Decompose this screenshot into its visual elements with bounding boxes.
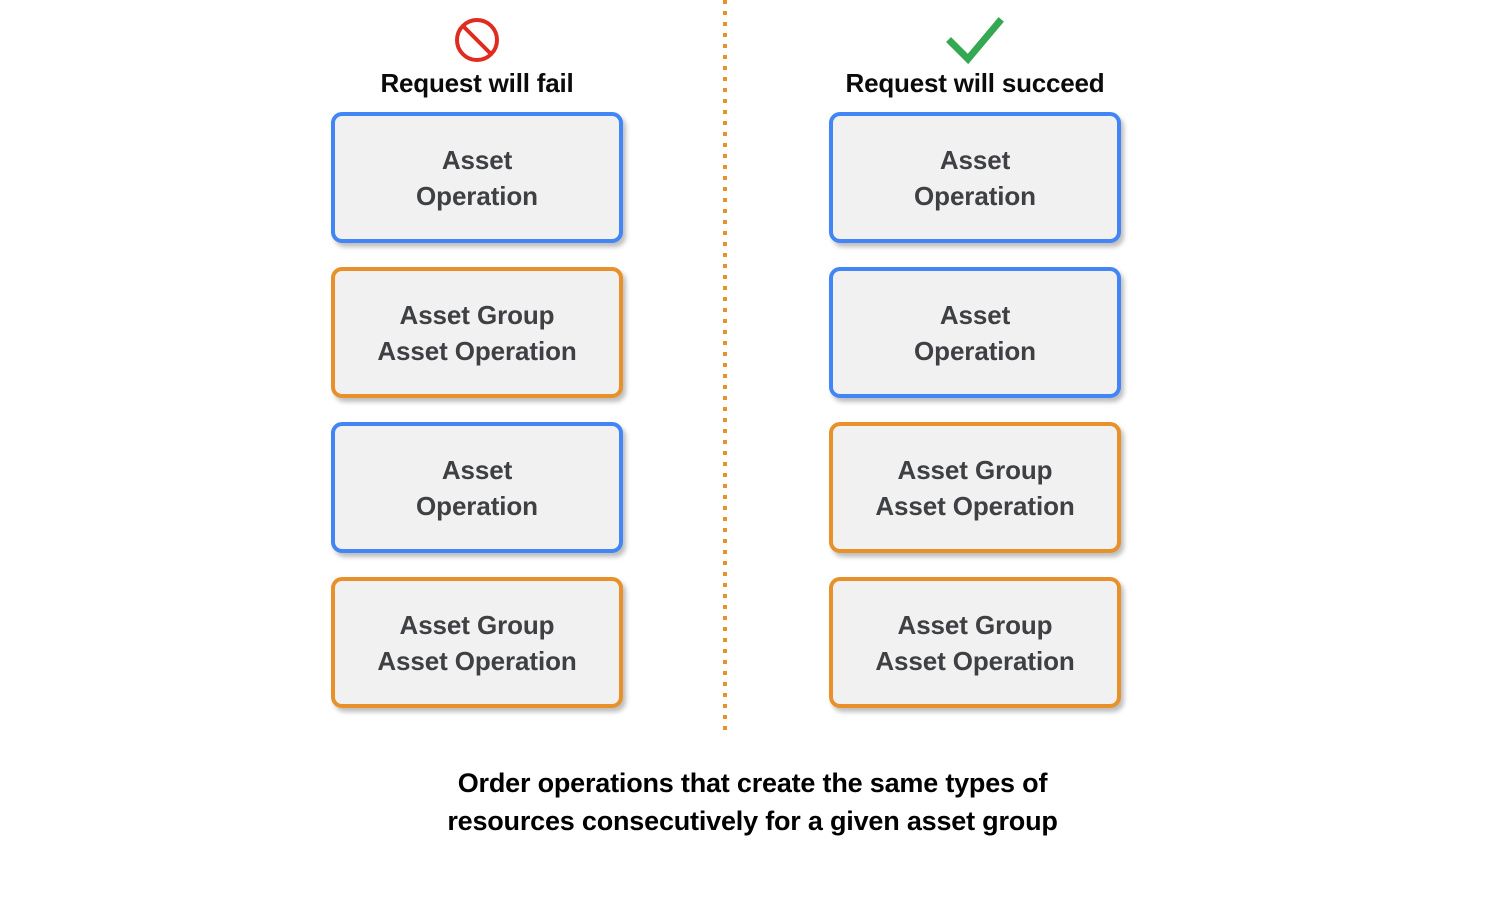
operation-box[interactable]: Asset Group Asset Operation bbox=[829, 422, 1121, 553]
column-header-label-fail: Request will fail bbox=[380, 68, 574, 98]
operation-box[interactable]: Asset Operation bbox=[829, 267, 1121, 398]
operation-box[interactable]: Asset Group Asset Operation bbox=[331, 577, 623, 708]
operation-box[interactable]: Asset Operation bbox=[331, 112, 623, 243]
column-header-succeed: Request will succeed bbox=[829, 12, 1121, 98]
diagram-caption: Order operations that create the same ty… bbox=[0, 764, 1505, 840]
operation-box[interactable]: Asset Operation bbox=[331, 422, 623, 553]
caption-line-2: resources consecutively for a given asse… bbox=[447, 806, 1058, 836]
column-divider-dotted-line bbox=[723, 0, 727, 737]
prohibition-icon bbox=[331, 12, 623, 68]
operation-box-label: Asset Operation bbox=[914, 299, 1036, 366]
operation-box-label: Asset Group Asset Operation bbox=[377, 299, 577, 366]
operation-box[interactable]: Asset Group Asset Operation bbox=[331, 267, 623, 398]
operation-box-label: Asset Group Asset Operation bbox=[875, 454, 1075, 521]
operation-box-label: Asset Operation bbox=[914, 144, 1036, 211]
operation-box-label: Asset Operation bbox=[416, 454, 538, 521]
operation-box-label: Asset Group Asset Operation bbox=[875, 609, 1075, 676]
operation-box-label: Asset Operation bbox=[416, 144, 538, 211]
box-stack-succeed: Asset Operation Asset Operation Asset Gr… bbox=[829, 112, 1121, 732]
box-stack-fail: Asset Operation Asset Group Asset Operat… bbox=[331, 112, 623, 732]
operation-box-label: Asset Group Asset Operation bbox=[377, 609, 577, 676]
operation-box[interactable]: Asset Group Asset Operation bbox=[829, 577, 1121, 708]
column-header-fail: Request will fail bbox=[331, 12, 623, 98]
column-header-label-succeed: Request will succeed bbox=[845, 68, 1105, 98]
caption-line-1: Order operations that create the same ty… bbox=[457, 768, 1048, 798]
operation-box[interactable]: Asset Operation bbox=[829, 112, 1121, 243]
checkmark-icon bbox=[829, 12, 1121, 68]
